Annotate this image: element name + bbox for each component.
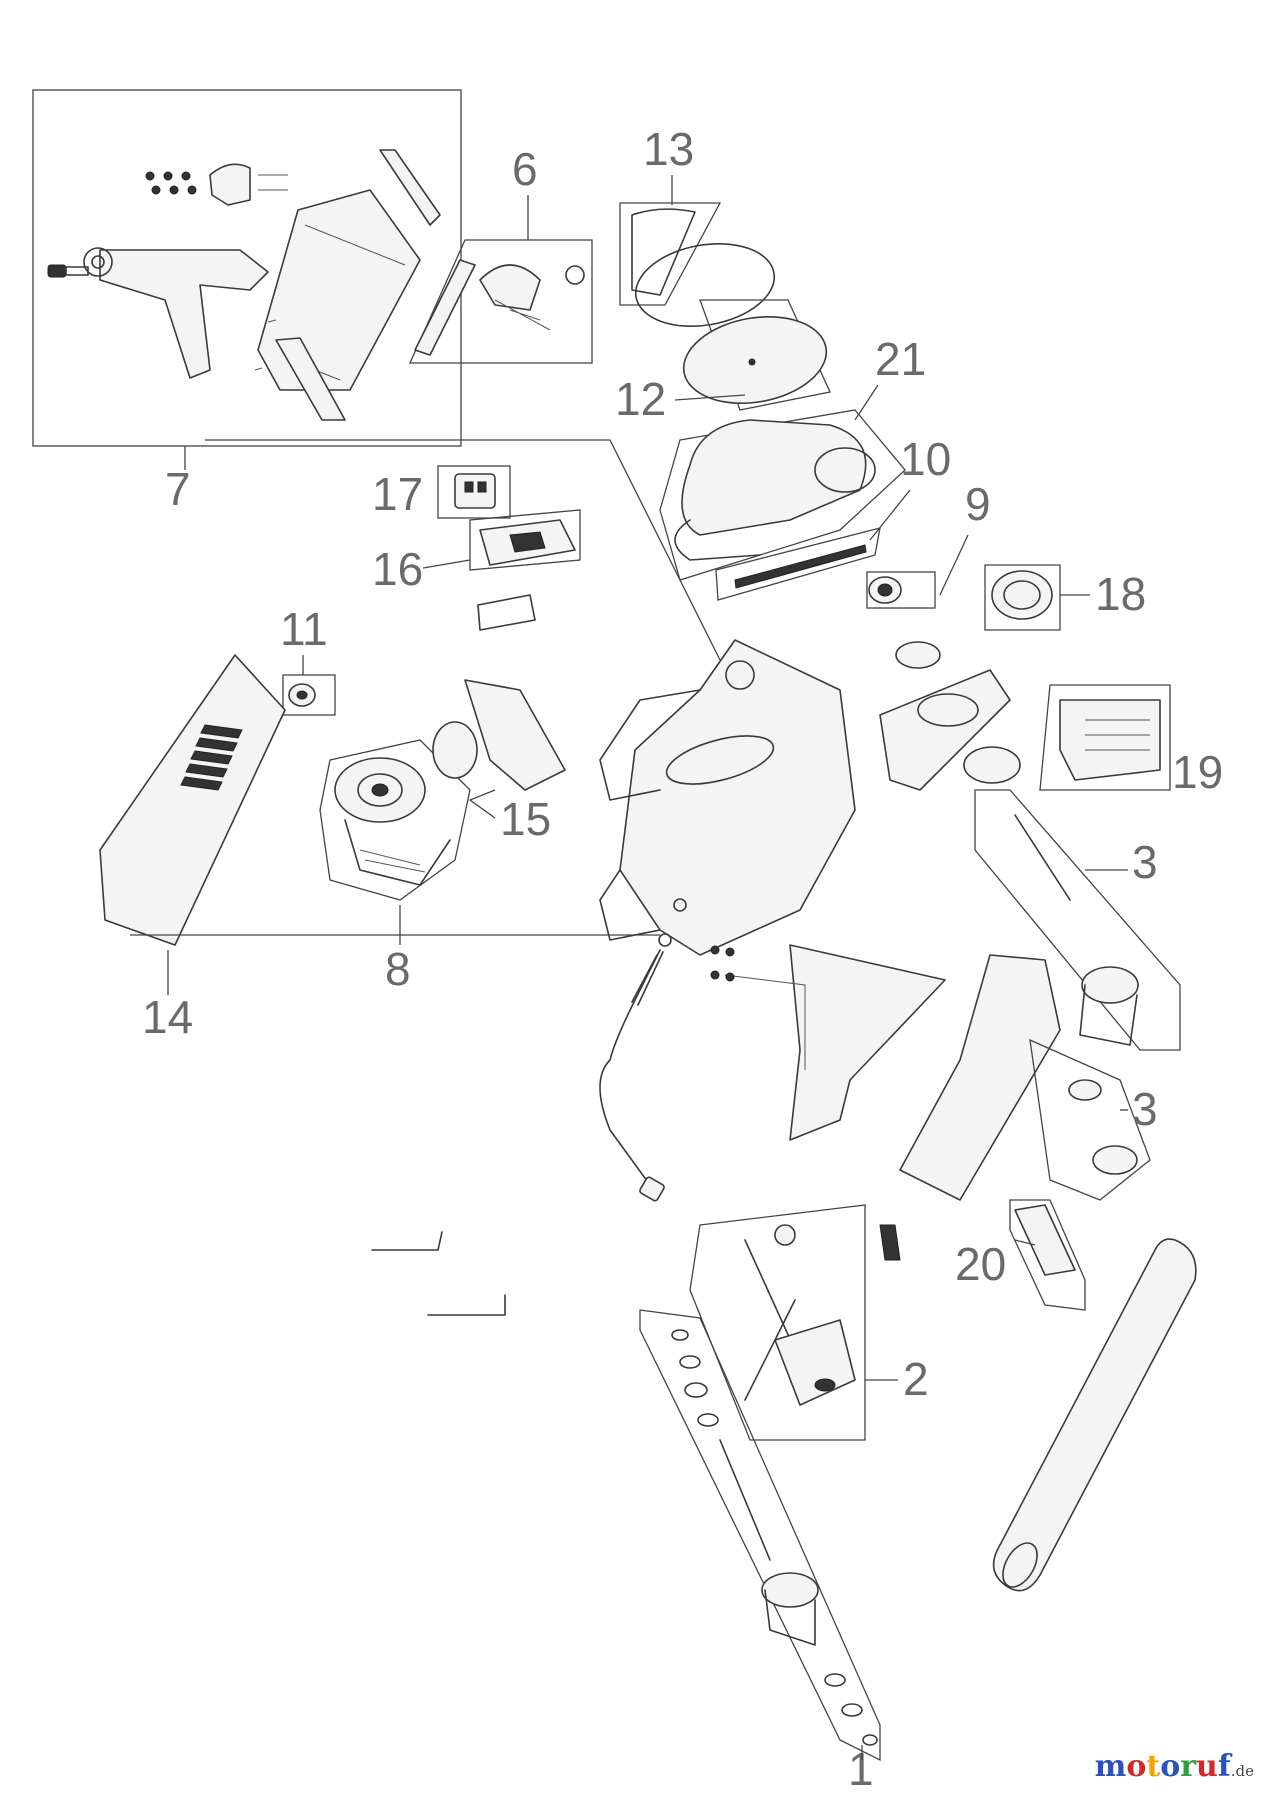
callout-16: 16 (372, 543, 423, 595)
part-2-tension-assembly (689, 1204, 901, 1441)
callout-11: 11 (280, 603, 328, 655)
part-20-platen-bracket (1009, 1199, 1086, 1311)
part-16-switch-plate (469, 509, 581, 571)
callout-3a: 3 (1132, 836, 1158, 888)
sanding-belt (992, 1238, 1197, 1592)
part-3-drive-drum-upper (974, 789, 1181, 1051)
callout-15: 15 (500, 793, 551, 845)
pulley-icon (963, 746, 1021, 784)
motoruf-watermark: motoruf.de (1095, 1749, 1254, 1784)
part-17-switch (437, 465, 511, 519)
callout-2: 2 (903, 1353, 929, 1405)
callout-21: 21 (875, 333, 926, 385)
main-housing (599, 639, 856, 956)
part-1-idler-drum-column (639, 1309, 881, 1762)
part-15-guard (464, 679, 566, 791)
base-plate (789, 944, 946, 1141)
watermark-logo: motoruf (1094, 1749, 1231, 1784)
callout-1: 1 (848, 1743, 874, 1795)
watermark-suffix: .de (1230, 1762, 1254, 1780)
part-19-dust-chute (1039, 684, 1171, 791)
part-12-sanding-disc (634, 242, 831, 411)
callout-20: 20 (955, 1238, 1006, 1290)
callout-13: 13 (643, 123, 694, 175)
part-18-dust-cap (984, 564, 1061, 631)
part-8-motor (319, 721, 478, 901)
callout-17: 17 (372, 468, 423, 520)
belt-frame (899, 954, 1061, 1201)
callout-18: 18 (1095, 568, 1146, 620)
part-13-disc-paper (619, 202, 722, 306)
part-11-capacitor (282, 674, 336, 716)
power-cord (599, 949, 661, 1186)
callout-8: 8 (385, 943, 411, 995)
part-9-drive-hub (866, 571, 941, 669)
callout-6: 6 (512, 143, 538, 195)
assembly-7-work-table (32, 89, 462, 447)
part-14-side-cover (99, 654, 286, 946)
callout-14: 14 (142, 991, 193, 1043)
motor-mount-plate (879, 669, 1011, 791)
hex-key-small (371, 1231, 443, 1251)
part-3-idler-drum-lower (1029, 1038, 1151, 1201)
callout-7: 7 (165, 463, 191, 515)
assembly-6-disc-guard (408, 239, 593, 364)
hex-key-large (427, 1294, 506, 1316)
callout-19: 19 (1172, 746, 1223, 798)
part-10-slot-plate (715, 527, 881, 601)
callout-10: 10 (900, 433, 951, 485)
callout-9: 9 (965, 478, 991, 530)
callout-3b: 3 (1132, 1083, 1158, 1135)
callout-12: 12 (615, 373, 666, 425)
part-21-disc-guard (659, 409, 906, 581)
